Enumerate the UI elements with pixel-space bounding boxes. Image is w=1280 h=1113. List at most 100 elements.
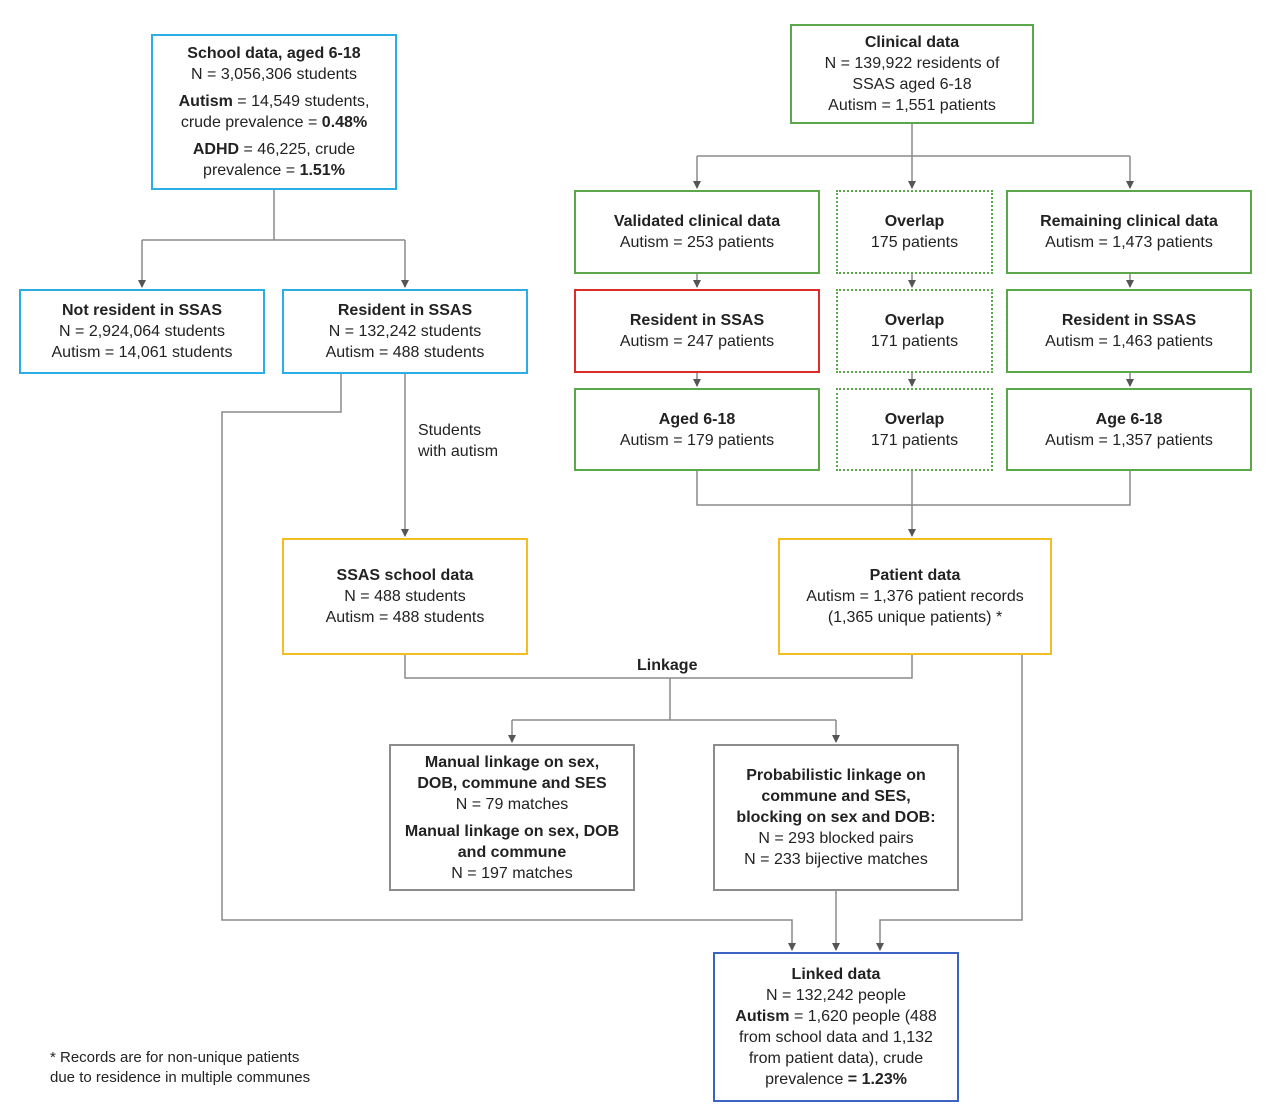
probabilistic-linkage-box: Probabilistic linkage on commune and SES… — [713, 744, 959, 891]
clinical-line2: SSAS aged 6-18 — [852, 76, 972, 93]
linked-autism-line: Autism = 1,620 people (488 — [735, 1006, 936, 1027]
school-autism-prev-value: 0.48% — [321, 114, 368, 131]
overlap-1-value: 175 patients — [870, 234, 959, 251]
remaining-aged-autism: Autism = 1,357 patients — [1045, 431, 1213, 449]
ssas-school-data-box: SSAS school data N = 488 students Autism… — [282, 538, 528, 655]
linkage-label: Linkage — [637, 657, 698, 674]
overlap-box-2: Overlap 171 patients — [836, 289, 993, 373]
overlap-3-title: Overlap — [884, 410, 945, 428]
patient-title: Patient data — [869, 567, 961, 584]
remaining-clinical-box: Remaining clinical data Autism = 1,473 p… — [1006, 190, 1252, 274]
school-adhd-line: ADHD = 46,225, crude — [193, 139, 355, 160]
school-adhd-prevalence-line: prevalence = 1.51% — [203, 160, 345, 181]
not-resident-title: Not resident in SSAS — [61, 302, 223, 319]
ssas-school-title: SSAS school data — [336, 567, 474, 584]
remaining-aged-title: Age 6-18 — [1095, 410, 1163, 428]
not-resident-box: Not resident in SSAS N = 2,924,064 stude… — [19, 289, 265, 374]
validated-autism: Autism = 253 patients — [619, 234, 775, 251]
connector-resident-to-linked — [221, 374, 796, 951]
overlap-2-title: Overlap — [884, 312, 945, 329]
linked-title: Linked data — [791, 966, 881, 983]
school-adhd-count: = 46,225, crude — [239, 141, 356, 158]
remaining-resident-title: Resident in SSAS — [1061, 312, 1197, 329]
not-resident-autism: Autism = 14,061 students — [51, 344, 233, 361]
clinical-title: Clinical data — [864, 34, 960, 51]
school-autism-prev-text: crude prevalence = — [180, 114, 322, 131]
prob-line3: blocking on sex and DOB: — [736, 809, 936, 826]
connector-patient-to-linked — [876, 655, 1023, 951]
prob-line2: commune and SES, — [761, 788, 911, 805]
manual-matches1: N = 79 matches — [455, 795, 569, 813]
validated-aged-autism: Autism = 179 patients — [619, 431, 775, 449]
school-adhd-prev-value: 1.51% — [299, 162, 345, 179]
ssas-school-autism: Autism = 488 students — [325, 609, 485, 626]
linked-autism-label: Autism — [735, 1008, 790, 1025]
manual-linkage-box: Manual linkage on sex, DOB, commune and … — [389, 744, 635, 891]
overlap-box-3: Overlap 171 patients — [836, 388, 993, 471]
overlap-box-1: Overlap 175 patients — [836, 190, 993, 274]
patient-unique: (1,365 unique patients) * — [827, 609, 1003, 626]
school-adhd-prev-text: prevalence = — [203, 162, 300, 179]
linked-data-box: Linked data N = 132,242 people Autism = … — [713, 952, 959, 1102]
resident-n: N = 132,242 students — [328, 323, 482, 340]
remaining-resident-autism: Autism = 1,463 patients — [1045, 333, 1213, 350]
school-autism-label: Autism — [178, 93, 233, 110]
resident-title: Resident in SSAS — [337, 302, 473, 319]
students-with-autism-label: Students with autism — [418, 420, 498, 462]
footnote-line1: * Records are for non-unique patients — [50, 1049, 300, 1066]
validated-aged-title: Aged 6-18 — [658, 410, 736, 428]
school-data-title: School data, aged 6-18 — [187, 45, 361, 62]
not-resident-n: N = 2,924,064 students — [59, 323, 225, 340]
footnote: * Records are for non-unique patients du… — [50, 1048, 310, 1088]
footnote-line2: due to residence in multiple communes — [50, 1069, 311, 1086]
remaining-autism: Autism = 1,473 patients — [1045, 234, 1213, 251]
validated-clinical-box: Validated clinical data Autism = 253 pat… — [574, 190, 820, 274]
clinical-data-box: Clinical data N = 139,922 residents of S… — [790, 24, 1034, 124]
patient-autism: Autism = 1,376 patient records — [806, 588, 1024, 605]
linked-autism-count: = 1,620 people (488 — [789, 1008, 937, 1025]
school-data-n: N = 3,056,306 students — [191, 66, 357, 83]
remaining-resident-box: Resident in SSAS Autism = 1,463 patients — [1006, 289, 1252, 373]
school-autism-line: Autism = 14,549 students, — [179, 91, 370, 112]
linked-line2: from school data and 1,132 — [739, 1029, 933, 1046]
validated-resident-autism: Autism = 247 patients — [619, 333, 775, 350]
manual-line1: Manual linkage on sex, — [424, 753, 600, 771]
linked-prevalence-line: prevalence = 1.23% — [765, 1069, 907, 1090]
prob-line1: Probabilistic linkage on — [746, 767, 926, 784]
resident-autism: Autism = 488 students — [325, 344, 485, 361]
students-with-autism-line2: with autism — [418, 443, 499, 460]
connector-linkage-bar — [404, 655, 913, 679]
prob-pairs: N = 293 blocked pairs — [758, 830, 914, 847]
validated-aged-box: Aged 6-18 Autism = 179 patients — [574, 388, 820, 471]
patient-data-box: Patient data Autism = 1,376 patient reco… — [778, 538, 1052, 655]
remaining-title: Remaining clinical data — [1040, 213, 1218, 230]
overlap-1-title: Overlap — [884, 213, 945, 230]
remaining-aged-box: Age 6-18 Autism = 1,357 patients — [1006, 388, 1252, 471]
school-data-box: School data, aged 6-18 N = 3,056,306 stu… — [151, 34, 397, 190]
clinical-line1: N = 139,922 residents of — [824, 55, 1000, 72]
manual-line4: and commune — [457, 843, 567, 861]
school-autism-prevalence-line: crude prevalence = 0.48% — [181, 112, 367, 133]
ssas-school-n: N = 488 students — [344, 588, 466, 605]
connector-merge-bar — [696, 471, 1131, 506]
linked-prev-text: prevalence — [765, 1071, 848, 1088]
validated-resident-box: Resident in SSAS Autism = 247 patients — [574, 289, 820, 373]
resident-box: Resident in SSAS N = 132,242 students Au… — [282, 289, 528, 374]
manual-line3: Manual linkage on sex, DOB — [404, 822, 620, 840]
manual-line2: DOB, commune and SES — [417, 774, 607, 792]
linked-prev-value: = 1.23% — [847, 1071, 907, 1088]
validated-title: Validated clinical data — [613, 213, 781, 230]
linked-line3: from patient data), crude — [748, 1050, 924, 1067]
students-with-autism-line1: Students — [418, 422, 482, 439]
overlap-3-value: 171 patients — [870, 431, 959, 449]
clinical-autism: Autism = 1,551 patients — [828, 97, 996, 114]
validated-resident-title: Resident in SSAS — [629, 312, 765, 329]
overlap-2-value: 171 patients — [870, 333, 959, 350]
linked-n: N = 132,242 people — [765, 987, 907, 1004]
school-adhd-label: ADHD — [192, 141, 240, 158]
prob-matches: N = 233 bijective matches — [744, 851, 928, 868]
manual-matches2: N = 197 matches — [451, 864, 573, 882]
school-autism-count: = 14,549 students, — [232, 93, 370, 110]
